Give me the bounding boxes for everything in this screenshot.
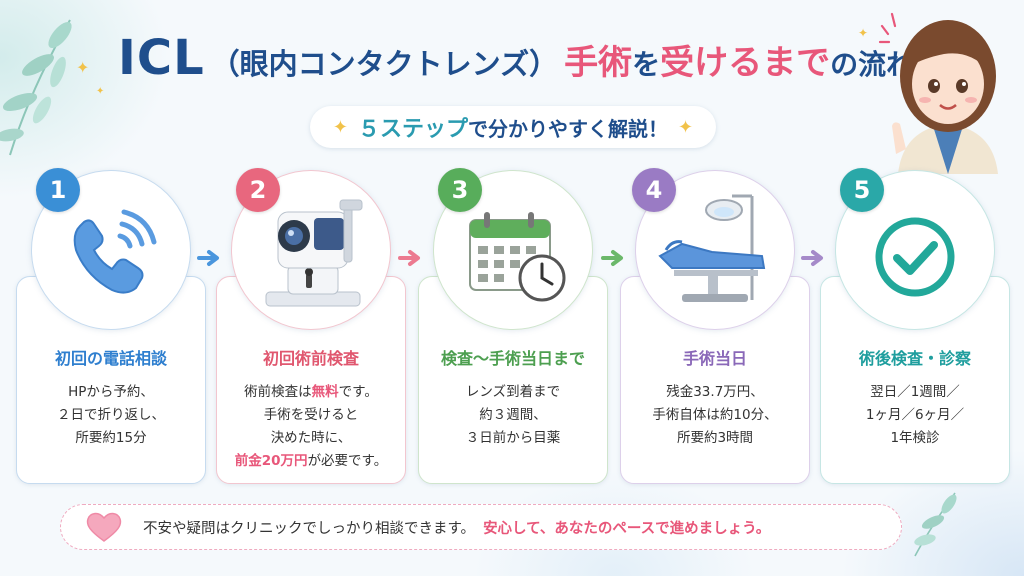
leaf-decoration-icon: [914, 492, 957, 557]
step-title: 手術当日: [682, 349, 747, 368]
step-title: 初回術前検査: [262, 349, 359, 368]
step-description: 翌日／1週間／ 1ヶ月／6ヶ月／ 1年検診: [821, 381, 1009, 450]
step-line: 1ヶ月／6ヶ月／: [865, 407, 965, 423]
step-description: HPから予約、 ２日で折り返し、 所要約15分: [17, 381, 205, 450]
subtitle-steps: ５ステップ: [357, 117, 468, 142]
surgery-bed-icon: [658, 194, 766, 302]
check-circle-icon: [875, 217, 955, 297]
title-icl: ICL: [118, 30, 205, 86]
step-line: ３日前から目薬: [465, 430, 561, 446]
step-title: 初回の電話相談: [54, 349, 167, 368]
step-line: レンズ到着まで: [465, 384, 561, 400]
step-title: 術後検査・診察: [858, 349, 971, 368]
eye-exam-machine-icon: [265, 199, 363, 307]
step-line: 術前検査は無料です。: [244, 384, 378, 400]
phone-icon: [73, 209, 157, 294]
step-line: 1年検診: [890, 430, 940, 446]
step-line: 所要約3時間: [676, 430, 754, 446]
arrow-right-icon: [197, 250, 219, 266]
step-line: 翌日／1週間／: [870, 384, 960, 400]
step-line: ２日で折り返し、: [57, 407, 165, 423]
arrow-right-icon: [601, 250, 623, 266]
sparkle-icon: ✦: [332, 116, 348, 138]
arrow-right-icon: [801, 250, 823, 266]
note-highlight: 安心して、あなたのペースで進めましょう。: [483, 520, 771, 537]
step-description: 残金33.7万円、 手術自体は約10分、 所要約3時間: [621, 381, 809, 450]
arrow-right-icon: [398, 250, 420, 266]
title-surgery: 手術: [564, 43, 633, 83]
step-title: 検査〜手術当日まで: [440, 349, 585, 368]
sparkle-icon: ✦: [76, 58, 90, 77]
step-number-badge: 1: [36, 168, 80, 212]
step-line: 手術自体は約10分、: [652, 407, 778, 423]
step-line: 手術を受けると: [263, 407, 359, 423]
step-line: 前金20万円が必要です。: [234, 453, 388, 469]
step-number-badge: 4: [632, 168, 676, 212]
reassurance-note: 不安や疑問はクリニックでしっかり相談できます。 安心して、あなたのペースで進めま…: [60, 504, 902, 550]
doctor-avatar: [878, 12, 998, 174]
title-particle-wo: を: [632, 48, 661, 81]
step-description: 術前検査は無料です。 手術を受けると 決めた時に、 前金20万円が必要です。: [217, 381, 405, 473]
title-until-receive: 受けるまで: [660, 43, 831, 83]
step-number-badge: 2: [236, 168, 280, 212]
step-line: HPから予約、: [68, 384, 154, 400]
heart-icon: [86, 512, 122, 542]
step-line: 決めた時に、: [270, 430, 352, 446]
title-paren: （眼内コンタクトレンズ）: [210, 47, 559, 81]
step-number-badge: 5: [840, 168, 884, 212]
leaf-decoration-icon: [0, 19, 72, 156]
calendar-clock-icon: [469, 212, 566, 302]
step-line: 所要約15分: [75, 430, 147, 446]
step-line: 残金33.7万円、: [666, 384, 764, 400]
deposit-highlight: 前金20万円: [234, 453, 308, 469]
step-line: 約３週間、: [479, 407, 547, 423]
free-highlight: 無料: [311, 384, 339, 400]
page-title: ICL （眼内コンタクトレンズ） 手術 を 受けるまで の流れ: [118, 30, 914, 94]
sparkle-icon: ✦: [96, 86, 105, 97]
note-text: 不安や疑問はクリニックでしっかり相談できます。: [143, 520, 476, 537]
step-card-1: 初回の電話相談 HPから予約、 ２日で折り返し、 所要約15分: [16, 276, 206, 484]
sparkle-icon: ✦: [678, 116, 694, 138]
subtitle-pill: ✦ ５ステップ で分かりやすく解説！ ✦: [310, 106, 716, 148]
step-number-badge: 3: [438, 168, 482, 212]
subtitle-rest: で分かりやすく解説！: [468, 116, 668, 141]
step-description: レンズ到着まで 約３週間、 ３日前から目薬: [419, 381, 607, 450]
sparkle-icon: ✦: [858, 26, 869, 40]
